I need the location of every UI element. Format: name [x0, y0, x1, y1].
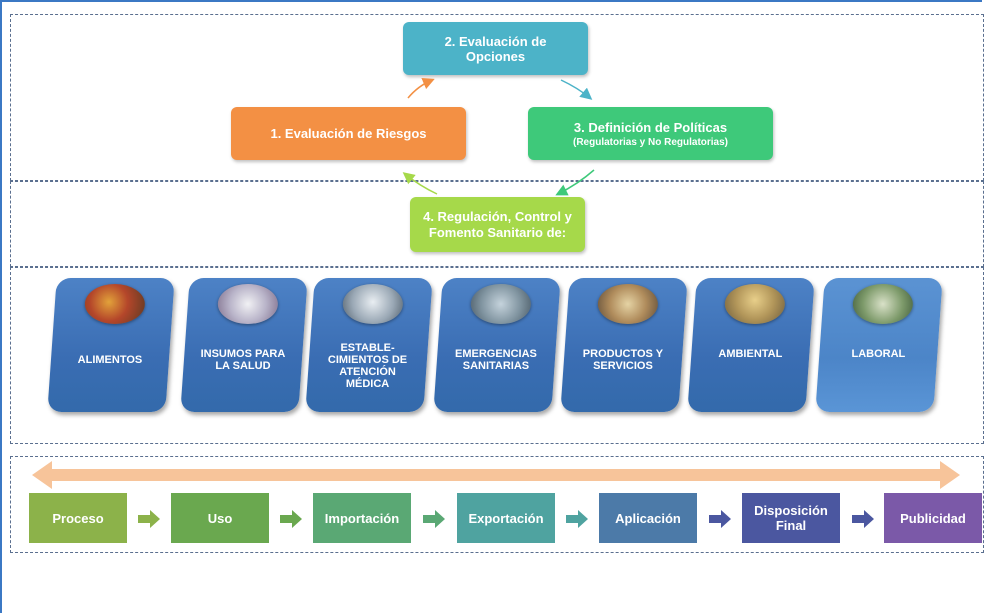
cycle-step-3: 3. Definición de Políticas (Regulatorias…	[528, 107, 773, 160]
chevron-arrow-4-icon	[566, 510, 588, 528]
arrow-1-to-2	[407, 78, 435, 99]
cycle-step-2-label: 2. Evaluación de Opciones	[444, 33, 547, 64]
category-establecimientos: ESTABLE-CIMIENTOS DE ATENCIÓN MÉDICA	[305, 278, 433, 412]
step-proceso-label: Proceso	[52, 510, 104, 526]
step-disposicion-final: Disposición Final	[742, 493, 840, 543]
category-establecimientos-label: ESTABLE-CIMIENTOS DE ATENCIÓN MÉDICA	[327, 342, 408, 390]
step-importacion-label: Importación	[324, 510, 400, 526]
step-uso-label: Uso	[207, 510, 233, 526]
cycle-step-3-subtitle: (Regulatorias y No Regulatorias)	[572, 136, 729, 148]
category-productos-label: PRODUCTOS Y SERVICIOS	[582, 348, 664, 372]
cycle-step-3-title: 3. Definición de Políticas	[573, 119, 728, 135]
cycle-step-4-label: 4. Regulación, Control y Fomento Sanitar…	[423, 208, 572, 240]
category-productos: PRODUCTOS Y SERVICIOS	[560, 278, 688, 412]
flood-photo-icon	[470, 284, 531, 324]
step-aplicacion-label: Aplicación	[615, 510, 681, 526]
category-emergencias: EMERGENCIAS SANITARIAS	[433, 278, 561, 412]
step-proceso: Proceso	[29, 493, 127, 543]
arrow-2-to-3	[560, 79, 593, 100]
step-exportacion-label: Exportación	[468, 510, 544, 526]
cycle-step-4: 4. Regulación, Control y Fomento Sanitar…	[410, 197, 585, 252]
arrow-4-to-1	[402, 172, 438, 195]
category-laboral-label: LABORAL	[851, 348, 906, 360]
step-importacion: Importación	[313, 493, 411, 543]
category-alimentos: ALIMENTOS	[47, 278, 175, 412]
arrow-3-to-4	[555, 169, 595, 196]
step-aplicacion: Aplicación	[599, 493, 697, 543]
cycle-arrows	[402, 78, 595, 196]
hospital-photo-icon	[342, 284, 403, 324]
step-disposicion-final-label: Disposición Final	[754, 503, 828, 533]
market-photo-icon	[597, 284, 658, 324]
category-insumos-label: INSUMOS PARA LA SALUD	[200, 348, 286, 372]
city-smog-photo-icon	[724, 284, 785, 324]
step-exportacion: Exportación	[457, 493, 555, 543]
step-publicidad-label: Publicidad	[900, 510, 966, 526]
chevron-arrow-5-icon	[709, 510, 731, 528]
chevron-arrow-2-icon	[280, 510, 302, 528]
food-photo-icon	[84, 284, 145, 324]
category-alimentos-label: ALIMENTOS	[77, 354, 143, 366]
category-ambiental-label: AMBIENTAL	[718, 348, 783, 360]
category-laboral: LABORAL	[815, 278, 943, 412]
cycle-step-2: 2. Evaluación de Opciones	[403, 22, 588, 75]
worker-photo-icon	[852, 284, 913, 324]
step-uso: Uso	[171, 493, 269, 543]
category-insumos: INSUMOS PARA LA SALUD	[180, 278, 308, 412]
category-ambiental: AMBIENTAL	[687, 278, 815, 412]
chevron-arrow-6-icon	[852, 510, 874, 528]
cycle-step-1: 1. Evaluación de Riesgos	[231, 107, 466, 160]
step-publicidad: Publicidad	[884, 493, 982, 543]
cycle-step-1-label: 1. Evaluación de Riesgos	[270, 126, 427, 141]
chevron-arrow-1-icon	[138, 510, 160, 528]
medicines-photo-icon	[217, 284, 278, 324]
chevron-arrow-3-icon	[423, 510, 445, 528]
double-arrow	[32, 461, 960, 489]
category-emergencias-label: EMERGENCIAS SANITARIAS	[454, 348, 537, 372]
